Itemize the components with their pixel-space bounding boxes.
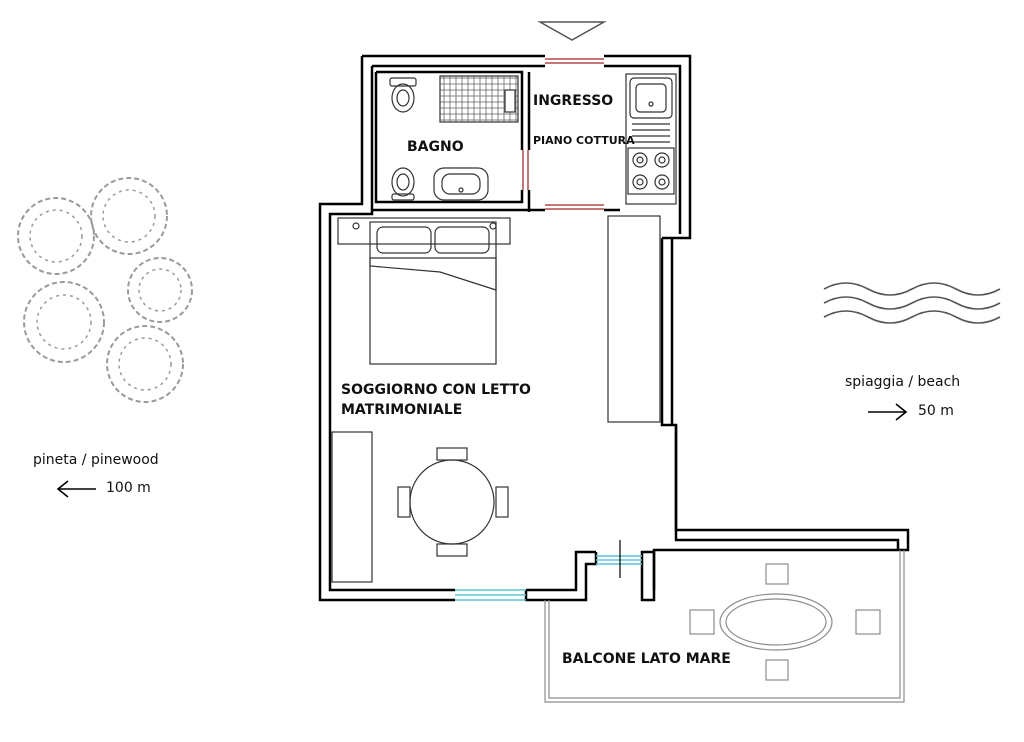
kitchenette [625,73,677,205]
pillow-right [434,226,490,254]
tree-icon [127,257,193,323]
headboard [337,217,511,245]
tree-icon [23,281,105,363]
room-label-living-line2: MATRIMONIALE [341,402,463,418]
living-furniture [331,215,661,583]
room-label-bathroom: BAGNO [407,139,464,155]
pinewood-distance: 100 m [106,480,151,496]
pillow-left [376,226,432,254]
entrance-marker [537,21,607,41]
balcony [544,550,905,703]
tree-icon [90,177,168,255]
beach-distance: 50 m [918,403,954,419]
double-bed [369,221,497,365]
room-label-cooktop: PIANO COTTURA [533,134,635,147]
room-label-living-line1: SOGGIORNO CON LETTO [341,382,531,398]
tree-icon [106,325,184,403]
tree-icon [17,197,95,275]
balcony-table [719,593,833,651]
right-arrow-icon [868,403,908,421]
sofa [331,431,373,583]
windows [455,555,642,601]
bidet [391,167,415,197]
wardrobe [607,215,661,423]
door-frames [522,58,604,210]
sea-waves-icon [823,282,1001,324]
kitchen-sink [629,77,673,119]
toilet [389,77,417,87]
bathroom-fixtures [389,75,519,201]
bathroom-sink [433,167,489,201]
walls [318,54,910,602]
room-label-balcony: BALCONE LATO MARE [562,651,731,667]
left-arrow-icon [56,480,96,498]
dining-table [409,459,495,545]
kitchen-counter [625,73,677,205]
pinewood-label: pineta / pinewood [33,452,159,468]
room-label-entrance: INGRESSO [533,93,614,109]
beach-label: spiaggia / beach [845,374,961,390]
pinewood-trees [17,177,193,403]
cooktop [627,147,675,195]
